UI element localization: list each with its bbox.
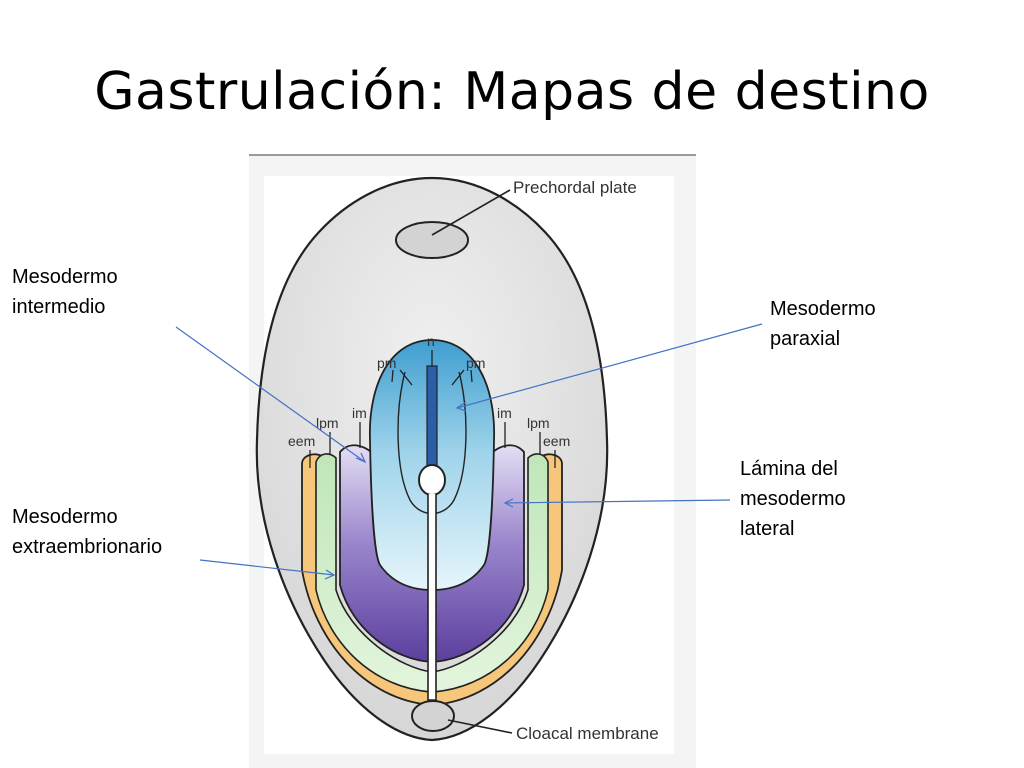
callout-text: extraembrionario bbox=[12, 536, 163, 558]
callout-line-intermedio bbox=[175, 326, 366, 463]
prechordal-pointer bbox=[431, 189, 511, 236]
label-pm-right: pm bbox=[466, 355, 485, 371]
label-pm-left: pm bbox=[377, 355, 396, 371]
label-n: n bbox=[427, 333, 435, 349]
callout-line-lateral bbox=[504, 499, 731, 504]
label-lpm-left: lpm bbox=[316, 415, 339, 431]
callout-text: Mesodermo bbox=[770, 298, 876, 320]
cloacal-membrane bbox=[411, 700, 455, 732]
prechordal-plate bbox=[395, 221, 469, 259]
callout-line-extraembrionario bbox=[199, 559, 335, 576]
label-eem-right: eem bbox=[543, 433, 570, 449]
callout-mesodermo-intermedio: Mesodermo intermedio bbox=[12, 262, 118, 322]
cloacal-pointer bbox=[447, 719, 513, 734]
callout-text: mesodermo bbox=[740, 488, 846, 510]
label-prechordal-plate: Prechordal plate bbox=[513, 178, 637, 197]
callout-text: intermedio bbox=[12, 296, 106, 318]
primitive-streak bbox=[427, 494, 437, 701]
label-cloacal-membrane: Cloacal membrane bbox=[516, 724, 659, 743]
callout-text: Lámina del bbox=[740, 458, 838, 480]
label-lpm-right: lpm bbox=[527, 415, 550, 431]
slide-title: Gastrulación: Mapas de destino bbox=[94, 62, 930, 122]
callout-mesodermo-extraembrionario: Mesodermo extraembrionario bbox=[12, 502, 162, 562]
label-ticks bbox=[309, 350, 556, 468]
primitive-node bbox=[418, 464, 446, 496]
callout-text: paraxial bbox=[770, 328, 841, 350]
callout-lamina-mesodermo-lateral: Lámina del mesodermo lateral bbox=[740, 454, 846, 544]
label-im-right: im bbox=[497, 405, 512, 421]
callout-text: Mesodermo bbox=[12, 266, 118, 288]
callout-text: Mesodermo bbox=[12, 506, 118, 528]
callout-mesodermo-paraxial: Mesodermo paraxial bbox=[770, 294, 876, 354]
callout-lines bbox=[175, 323, 763, 580]
callout-line-paraxial bbox=[456, 323, 763, 409]
label-im-left: im bbox=[352, 405, 367, 421]
label-eem-left: eem bbox=[288, 433, 315, 449]
notochord bbox=[426, 365, 438, 467]
lateral-plate-band bbox=[315, 453, 549, 693]
callout-text: lateral bbox=[740, 518, 795, 540]
